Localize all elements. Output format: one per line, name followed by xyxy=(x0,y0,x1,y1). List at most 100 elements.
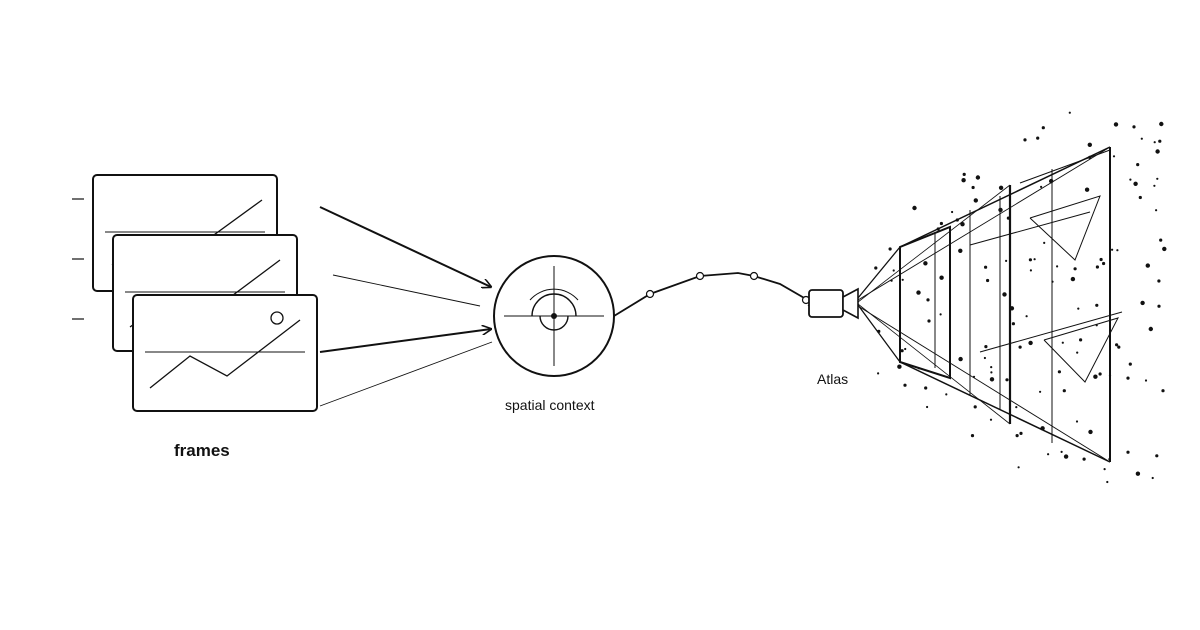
point-cloud-dot xyxy=(917,367,921,370)
point-cloud-dot xyxy=(1076,351,1079,354)
point-cloud-dot xyxy=(984,265,988,269)
point-cloud-dot xyxy=(989,418,993,421)
point-cloud-dot xyxy=(1005,259,1008,262)
point-cloud-dot xyxy=(1115,343,1119,347)
point-cloud-dot xyxy=(1129,178,1132,181)
point-cloud-dot xyxy=(1088,429,1093,435)
point-cloud-dot xyxy=(1108,374,1112,377)
point-cloud-dot xyxy=(1025,315,1028,318)
point-cloud-dot xyxy=(973,405,977,409)
point-cloud-dot xyxy=(1136,163,1140,167)
point-cloud-dot xyxy=(998,185,1004,190)
point-cloud-dot xyxy=(904,347,907,351)
point-cloud-dot xyxy=(1126,376,1130,380)
target-icon xyxy=(493,255,615,377)
point-cloud-dot xyxy=(1161,389,1165,393)
point-cloud-dot xyxy=(1156,177,1159,180)
point-cloud-dot xyxy=(901,278,904,281)
point-cloud-dot xyxy=(1073,267,1077,271)
point-cloud-dot xyxy=(1036,136,1040,140)
point-cloud-dot xyxy=(1068,111,1071,114)
point-cloud-dot xyxy=(1040,185,1043,188)
point-cloud-dot xyxy=(1009,306,1015,311)
point-cloud-dot xyxy=(984,345,988,349)
point-cloud-dot xyxy=(1019,431,1023,435)
point-cloud-dot xyxy=(1132,125,1136,129)
spatial-context-label: spatial context xyxy=(505,397,595,413)
point-cloud-dot xyxy=(961,178,966,183)
point-cloud-dot xyxy=(970,434,975,438)
point-cloud-dot xyxy=(1151,476,1154,480)
point-cloud-dot xyxy=(1128,362,1132,366)
point-cloud-dot xyxy=(1018,345,1022,349)
point-cloud-dot xyxy=(897,364,902,369)
point-cloud-dot xyxy=(1002,292,1007,297)
point-cloud-dot xyxy=(900,349,904,353)
point-cloud-dot xyxy=(958,248,963,253)
point-cloud-dot xyxy=(1102,261,1106,266)
point-cloud-dot xyxy=(939,221,944,226)
point-cloud-dot xyxy=(1153,184,1156,187)
point-cloud-dot xyxy=(1062,389,1066,393)
point-cloud-dot xyxy=(1057,370,1061,374)
point-cloud-dot xyxy=(1095,324,1098,327)
point-cloud-dot xyxy=(955,218,959,222)
point-cloud-dot xyxy=(1070,276,1076,282)
point-cloud-dot xyxy=(1060,450,1063,453)
point-cloud-dot xyxy=(1006,216,1011,220)
point-cloud xyxy=(874,111,1167,484)
point-cloud-dot xyxy=(1158,139,1162,143)
point-cloud-dot xyxy=(1144,379,1148,382)
point-cloud-dot xyxy=(877,372,880,375)
arrows-to-context xyxy=(319,206,492,407)
point-cloud-dot xyxy=(986,278,990,283)
trajectory-path xyxy=(613,271,818,317)
point-cloud-dot xyxy=(1015,434,1019,438)
point-cloud-dot xyxy=(1159,238,1163,242)
point-cloud-dot xyxy=(1111,248,1114,251)
point-cloud-dot xyxy=(972,375,976,378)
point-cloud-dot xyxy=(1015,406,1018,409)
point-cloud-dot xyxy=(960,222,965,227)
point-cloud-dot xyxy=(1056,265,1059,268)
point-cloud-dot xyxy=(1106,480,1109,484)
point-cloud-dot xyxy=(1162,246,1167,252)
point-cloud-dot xyxy=(892,269,895,272)
point-cloud-dot xyxy=(958,356,963,362)
point-cloud-dot xyxy=(1138,195,1142,200)
point-cloud-dot xyxy=(1011,322,1016,326)
point-cloud-dot xyxy=(1112,155,1116,158)
point-cloud-dot xyxy=(1157,304,1161,308)
point-cloud-dot xyxy=(1126,450,1130,454)
point-cloud-dot xyxy=(874,266,878,270)
point-cloud-dot xyxy=(1155,454,1159,458)
point-cloud-dot xyxy=(1093,374,1098,379)
point-cloud-dot xyxy=(1108,458,1111,461)
point-cloud-dot xyxy=(1133,181,1138,186)
frustum-icon xyxy=(857,146,1123,463)
point-cloud-dot xyxy=(912,205,917,211)
point-cloud-dot xyxy=(916,290,921,295)
point-cloud-dot xyxy=(1140,137,1143,140)
arrow-middle xyxy=(319,329,491,353)
point-cloud-dot xyxy=(1116,249,1119,252)
point-cloud-dot xyxy=(1095,303,1099,307)
point-cloud-dot xyxy=(1039,390,1042,393)
point-cloud-dot xyxy=(1099,257,1103,262)
point-cloud-dot xyxy=(1117,345,1121,349)
point-cloud-dot xyxy=(1017,466,1020,469)
point-cloud-dot xyxy=(939,275,944,280)
point-cloud-dot xyxy=(998,207,1003,213)
point-cloud-dot xyxy=(1005,378,1009,382)
point-cloud-dot xyxy=(1029,269,1032,272)
point-cloud-dot xyxy=(1063,454,1069,459)
point-cloud-dot xyxy=(990,366,993,369)
point-cloud-dot xyxy=(1113,122,1119,127)
point-cloud-dot xyxy=(1047,453,1050,456)
point-cloud-dot xyxy=(1028,258,1032,262)
frame-stack-icon xyxy=(72,174,318,412)
point-cloud-dot xyxy=(924,386,928,390)
point-cloud-dot xyxy=(1023,138,1027,142)
point-cloud-dot xyxy=(971,185,975,190)
point-cloud-dot xyxy=(890,279,893,282)
